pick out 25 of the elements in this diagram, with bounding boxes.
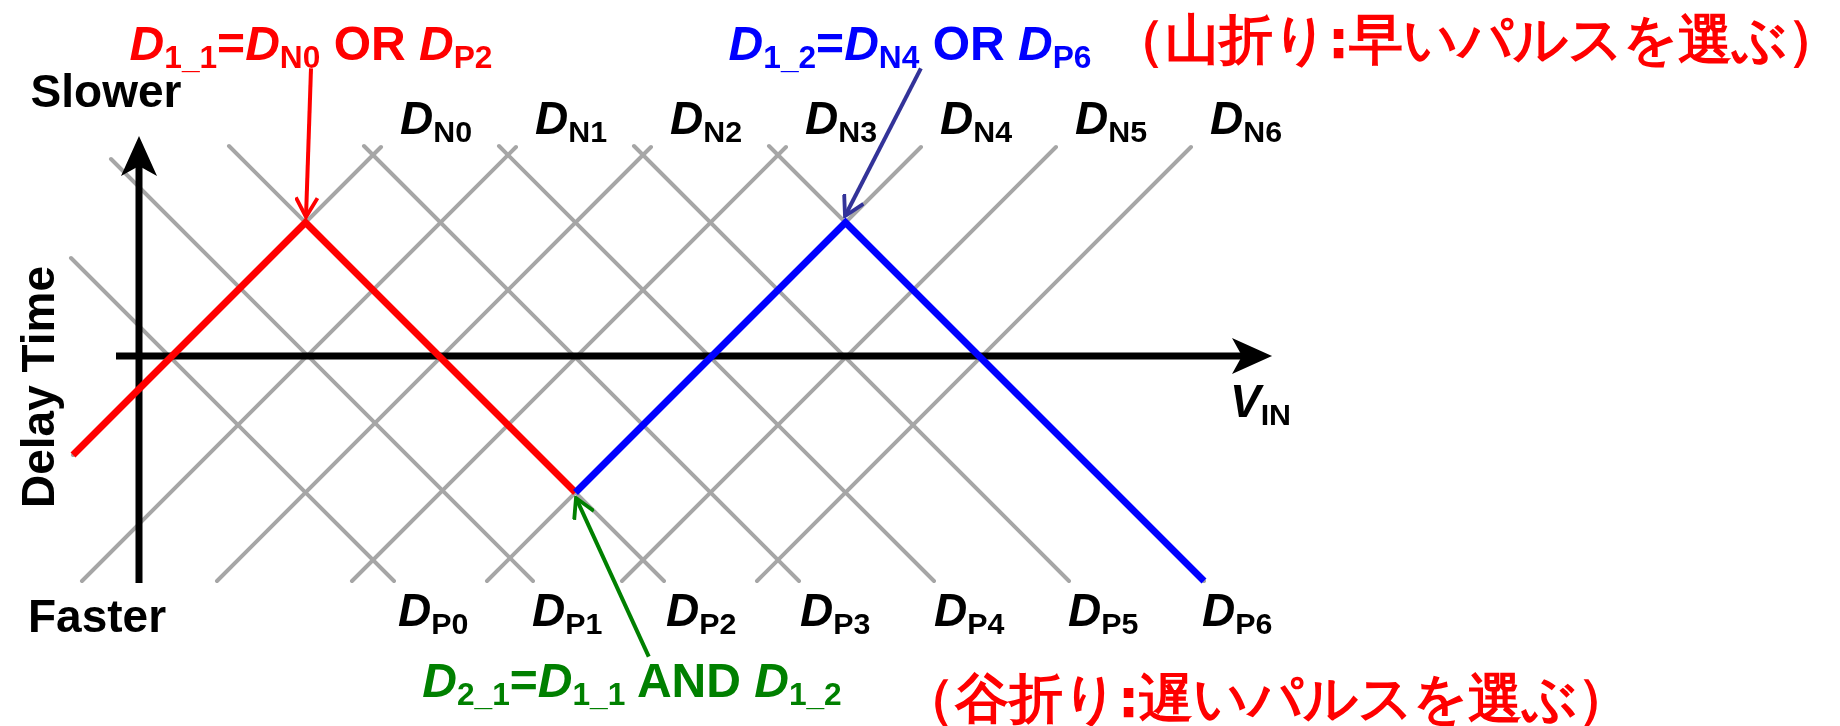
line-label: D$_{P1}$ — [532, 584, 603, 636]
line-label: D$_{N6}$ — [1210, 92, 1283, 144]
leader-arrow — [842, 67, 923, 218]
delay-trace — [573, 217, 1207, 584]
line-label: D$_{P6}$ — [1202, 584, 1273, 636]
line-label: D$_{N1}$ — [535, 92, 608, 144]
delay-trace — [70, 217, 578, 495]
line-label: D$_{P4}$ — [934, 584, 1005, 636]
line-label: D$_{N3}$ — [805, 92, 878, 144]
line-label: D$_{N0}$ — [400, 92, 473, 144]
annotation-text: D$_{1_2}$=D$_{N4}$ OR D$_{P6}$ — [728, 17, 1092, 71]
line-label: D$_{N2}$ — [670, 92, 743, 144]
line-label: D$_{P5}$ — [1068, 584, 1139, 636]
annotation-text: D$_{2_1}$=D$_{1_1}$ AND D$_{1_2}$ — [422, 654, 842, 708]
line-label: D$_{N4}$ — [940, 92, 1013, 144]
leader-arrow — [572, 496, 651, 658]
axis-label: V$_{IN}$ — [1230, 375, 1292, 427]
note-text: （山折り:早いパルスを選ぶ） — [1110, 10, 1840, 70]
line-label: D$_{P0}$ — [398, 584, 469, 636]
line-label: D$_{P2}$ — [666, 584, 737, 636]
leader-arrow — [293, 68, 320, 219]
axis-title: Delay Time — [12, 265, 64, 509]
line-label: D$_{P3}$ — [800, 584, 871, 636]
line-label: D$_{N5}$ — [1075, 92, 1148, 144]
axis-label: Faster — [27, 590, 167, 642]
